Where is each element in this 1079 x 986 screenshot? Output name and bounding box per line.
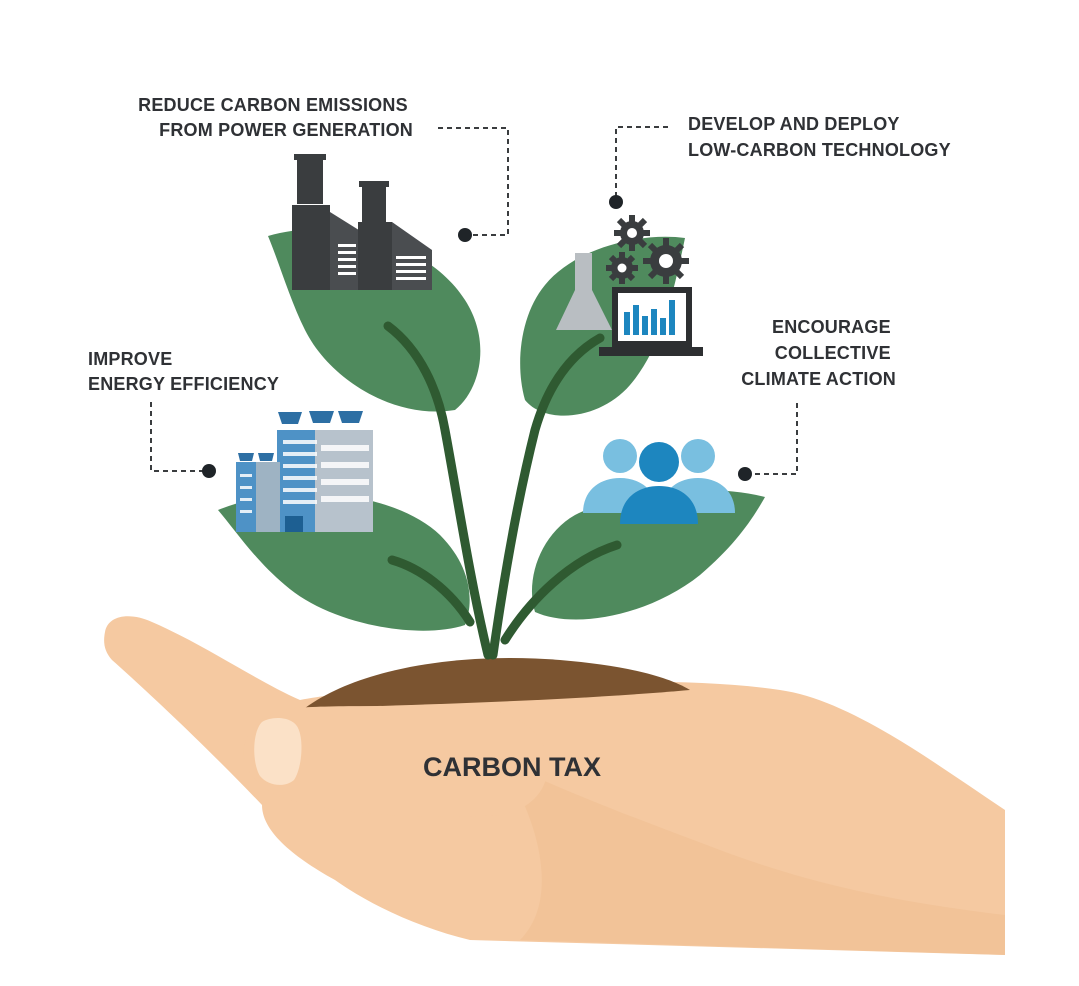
connector-lines [150, 126, 798, 475]
center-label: CARBON TAX [423, 752, 601, 782]
label-power: REDUCE CARBON EMISSIONS FROM POWER GENER… [138, 95, 413, 140]
connector-collective [746, 403, 798, 475]
connector-dot-efficiency [202, 464, 216, 478]
hand-thumb [243, 706, 549, 817]
stem-branch-left [387, 555, 475, 627]
connector-dot-collective [738, 467, 752, 481]
soil-mound [305, 658, 690, 708]
connector-power [438, 127, 509, 236]
leaf-bottom-right [531, 489, 765, 620]
stem-main-left [383, 321, 493, 660]
gears-lab-monitor-icon [556, 215, 703, 356]
connector-dot-tech [609, 195, 623, 209]
connector-dot-power [458, 228, 472, 242]
flask-icon [556, 253, 612, 330]
connector-tech [615, 126, 668, 200]
label-tech: DEVELOP AND DEPLOY LOW-CARBON TECHNOLOGY [688, 114, 951, 160]
monitor-icon [599, 287, 703, 356]
solar-buildings-icon [236, 411, 373, 532]
stem-main-right [488, 333, 605, 660]
connector-dots [202, 195, 752, 481]
label-collective: ENCOURAGE COLLECTIVE CLIMATE ACTION [741, 317, 896, 389]
gear-icon [606, 215, 689, 284]
factory-icon [292, 154, 432, 290]
connector-efficiency [150, 402, 208, 472]
stem-branch-right [500, 540, 622, 645]
people-group-icon [583, 439, 735, 524]
hand-shadow [500, 760, 1005, 955]
label-efficiency: IMPROVE ENERGY EFFICIENCY [88, 349, 279, 394]
